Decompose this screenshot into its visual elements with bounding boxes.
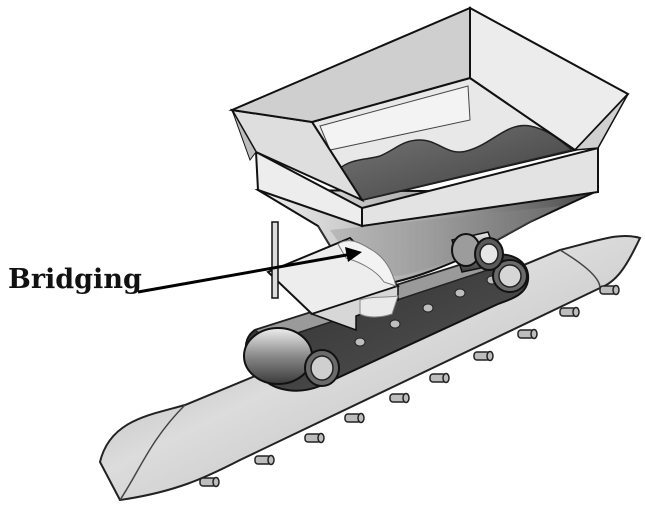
trough-belt-edge — [119, 404, 186, 501]
outlet-pipe — [451, 231, 504, 273]
hopper-hood — [228, 6, 630, 203]
skirt-plate — [271, 221, 279, 299]
belt-roller — [389, 319, 401, 329]
idler-roller — [559, 306, 580, 318]
hood-left-wall — [231, 109, 257, 162]
rim-right-face — [361, 146, 599, 228]
belt-roller — [354, 337, 366, 347]
hopper-rim — [254, 146, 599, 228]
front-drum — [243, 327, 340, 387]
rear-drum — [492, 259, 528, 293]
idler-roller — [304, 432, 325, 444]
idler-roller — [517, 328, 538, 340]
belt-roller — [422, 303, 434, 313]
idler-roller — [199, 476, 220, 488]
idler-roller — [599, 284, 620, 296]
bridging-callout-arrow — [137, 247, 362, 294]
hopper-interior — [310, 76, 578, 202]
idler-roller — [473, 350, 494, 362]
idler-rollers — [199, 284, 620, 488]
material-surface — [336, 124, 574, 201]
belt-roller — [454, 288, 466, 298]
bridging-label: Bridging — [8, 264, 142, 295]
idler-roller — [429, 372, 450, 384]
hood-right-lower — [573, 93, 629, 151]
inner-back-wall — [319, 85, 471, 151]
idler-roller — [344, 412, 365, 424]
idler-roller — [389, 392, 410, 404]
idler-roller — [254, 454, 275, 466]
